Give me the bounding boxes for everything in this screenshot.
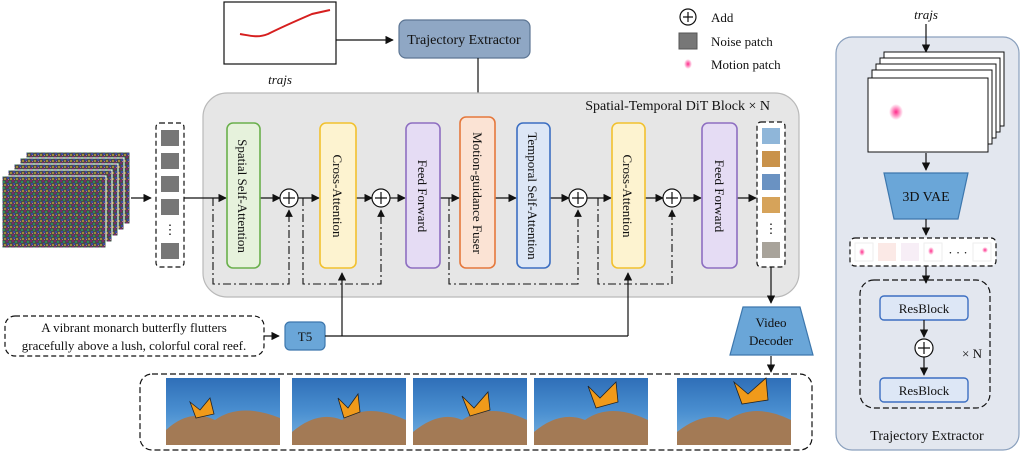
legend: Add Noise patch Motion patch bbox=[678, 8, 781, 72]
svg-text:· · ·: · · · bbox=[948, 245, 968, 260]
video-frame bbox=[677, 377, 791, 445]
prompt-line-2: gracefully above a lush, colorful coral … bbox=[22, 338, 247, 353]
trajectory-map-stack bbox=[867, 51, 1005, 153]
video-frame bbox=[166, 378, 280, 445]
svg-text:⋮: ⋮ bbox=[164, 222, 177, 237]
prompt-line-1: A vibrant monarch butterfly flutters bbox=[41, 320, 227, 335]
motion-patch-sequence: · · · bbox=[849, 237, 997, 267]
video-decoder-box bbox=[729, 306, 814, 356]
resblock-2 bbox=[879, 377, 969, 403]
feed-forward-block-1: Feed Forward bbox=[405, 122, 441, 269]
feed-forward-block-2: Feed Forward bbox=[701, 122, 738, 269]
svg-text:Feed Forward: Feed Forward bbox=[415, 160, 430, 233]
vae-box bbox=[883, 172, 969, 220]
resblock-group bbox=[859, 279, 991, 409]
svg-text:ResBlock: ResBlock bbox=[899, 383, 950, 398]
trajectory-extractor-label: Trajectory Extractor bbox=[407, 33, 521, 48]
trajectory-extractor-box bbox=[398, 19, 531, 59]
trajectory-plot: trajs bbox=[223, 1, 337, 87]
legend-noise-label: Noise patch bbox=[711, 34, 773, 49]
add-node bbox=[371, 188, 391, 208]
svg-text:Spatial Self-Attention: Spatial Self-Attention bbox=[235, 139, 250, 253]
video-frame bbox=[292, 378, 406, 445]
panel-title: Trajectory Extractor bbox=[870, 429, 984, 444]
motion-guidance-fuser-block: Motion-guidance Fuser bbox=[459, 116, 496, 269]
svg-text:Cross-Attention: Cross-Attention bbox=[620, 154, 635, 238]
video-frame bbox=[413, 378, 527, 445]
svg-text:Motion-guidance Fuser: Motion-guidance Fuser bbox=[470, 132, 485, 254]
svg-text:Feed Forward: Feed Forward bbox=[712, 160, 727, 233]
legend-motion-label: Motion patch bbox=[711, 57, 781, 72]
t5-label: T5 bbox=[298, 329, 312, 344]
noisy-latent-stack bbox=[1, 151, 131, 249]
dit-block-title: Spatial-Temporal DiT Block × N bbox=[585, 99, 770, 114]
panel-input-label: trajs bbox=[914, 7, 938, 22]
add-node bbox=[279, 188, 299, 208]
video-frame bbox=[534, 378, 648, 445]
output-patch-sequence: ⋮ bbox=[756, 121, 786, 268]
cross-attention-block-2: Cross-Attention bbox=[611, 122, 646, 269]
repeat-label: × N bbox=[962, 346, 983, 361]
legend-add-label: Add bbox=[711, 10, 734, 25]
traj-plot-label: trajs bbox=[268, 72, 292, 87]
cross-attention-block-1: Cross-Attention bbox=[319, 122, 357, 269]
spatial-self-attention-block: Spatial Self-Attention bbox=[226, 122, 261, 269]
svg-text:ResBlock: ResBlock bbox=[899, 301, 950, 316]
svg-text:Temporal Self-Attention: Temporal Self-Attention bbox=[525, 132, 540, 260]
svg-text:Cross-Attention: Cross-Attention bbox=[330, 154, 345, 238]
noise-patch-sequence: ⋮ bbox=[155, 122, 185, 268]
svg-text:⋮: ⋮ bbox=[765, 221, 778, 236]
temporal-self-attention-block: Temporal Self-Attention bbox=[516, 122, 551, 269]
vae-label: 3D VAE bbox=[902, 190, 949, 205]
video-decoder-line-1: Video bbox=[756, 315, 787, 330]
video-decoder-line-2: Decoder bbox=[749, 333, 794, 348]
add-node bbox=[914, 338, 934, 358]
noise-patch-icon bbox=[678, 32, 698, 50]
add-node bbox=[568, 188, 588, 208]
add-node bbox=[662, 188, 682, 208]
